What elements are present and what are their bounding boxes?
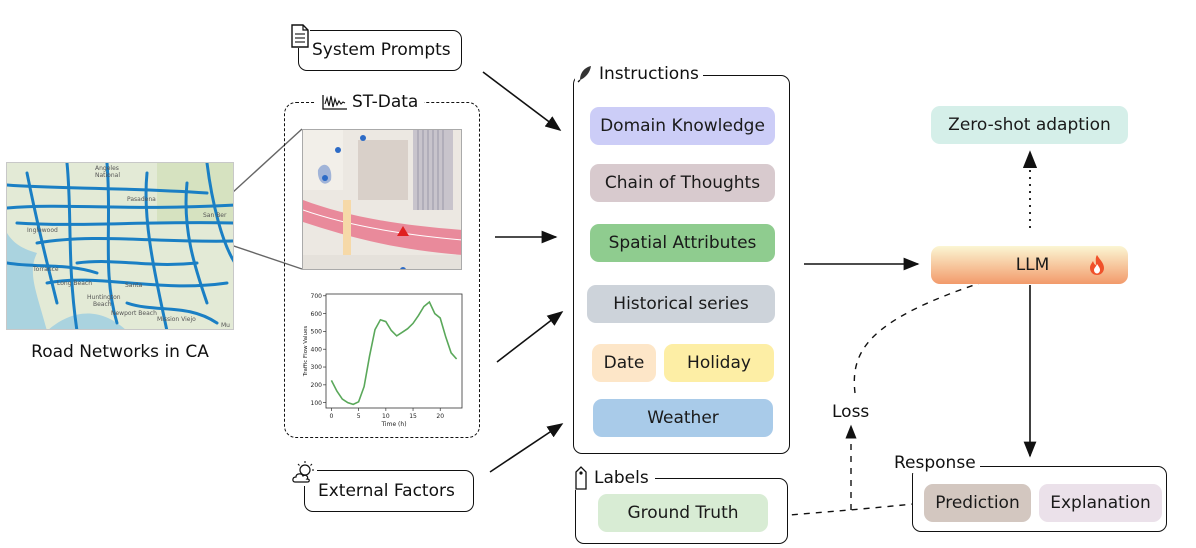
- map-place-label: Angeles: [95, 165, 119, 172]
- chain-of-thoughts-pill: Chain of Thoughts: [590, 164, 775, 202]
- st-data-title: ST-Data: [316, 92, 425, 112]
- y-axis-label: Traffic Flow Values: [303, 326, 309, 378]
- y-tick-label: 700: [311, 293, 323, 300]
- map-place-label: Santa: [125, 282, 143, 289]
- arrow-st-chart: [496, 311, 564, 363]
- prediction-pill: Prediction: [924, 484, 1031, 522]
- system-prompts-box: [298, 30, 462, 71]
- map-place-label: National: [95, 172, 120, 179]
- map-place-label: Beach: [93, 301, 112, 308]
- road-network-map: Angeles National Pasadena San Ber Inglew…: [6, 162, 234, 330]
- map-place-label: Huntington: [87, 294, 121, 301]
- quill-pen-icon: [577, 65, 593, 83]
- x-axis-label: Time (h): [380, 421, 406, 428]
- signal-wave-icon: [322, 94, 348, 110]
- fire-icon: [1088, 254, 1106, 276]
- traffic-flow-series-line: [330, 300, 458, 406]
- loss-curve-to-llm: [853, 282, 981, 394]
- x-tick-label: 5: [357, 413, 361, 420]
- map-place-label: Long Beach: [57, 280, 92, 287]
- zero-shot-adaption-pill: Zero-shot adaption: [931, 106, 1128, 144]
- y-tick-label: 100: [311, 400, 323, 407]
- map-place-label: Mission Viejo: [157, 316, 196, 323]
- x-tick-label: 0: [330, 413, 334, 420]
- historical-series-pill: Historical series: [587, 285, 775, 323]
- explanation-pill: Explanation: [1039, 484, 1162, 522]
- x-tick-label: 20: [436, 413, 444, 420]
- loss-dashed-curve: [767, 503, 914, 518]
- y-tick-label: 400: [311, 346, 323, 353]
- tag-icon: [574, 466, 588, 490]
- document-icon: [290, 24, 310, 48]
- map-place-label: Inglewood: [27, 227, 58, 234]
- arrow-system-prompts: [482, 71, 562, 131]
- x-tick-label: 15: [409, 413, 417, 420]
- labels-label: Labels: [594, 468, 649, 488]
- external-factors-label: External Factors: [318, 481, 455, 501]
- map-place-label: Torrance: [32, 266, 59, 273]
- map-place-label: Newport Beach: [111, 310, 157, 317]
- map-place-label: Pasadena: [127, 196, 156, 203]
- response-title: Response: [890, 453, 980, 473]
- holiday-pill: Holiday: [664, 344, 774, 382]
- system-prompts-label: System Prompts: [312, 40, 451, 60]
- llm-block: LLM: [931, 246, 1128, 284]
- llm-label: LLM: [1015, 255, 1050, 275]
- y-tick-label: 300: [311, 364, 323, 371]
- y-tick-label: 600: [311, 311, 323, 318]
- map-place-label: San Ber: [203, 212, 227, 219]
- arrow-external-factors: [489, 423, 564, 473]
- x-tick-label: 10: [382, 413, 390, 420]
- external-factors-box: [304, 470, 474, 512]
- date-pill: Date: [592, 344, 656, 382]
- loss-label: Loss: [832, 402, 870, 422]
- zoom-line-top: [231, 128, 303, 194]
- instructions-label: Instructions: [599, 64, 699, 84]
- chart-plot-area: [325, 293, 463, 409]
- labels-title: Labels: [568, 466, 655, 490]
- road-network-graphic: Angeles National Pasadena San Ber Inglew…: [7, 163, 233, 329]
- map-place-label: Mu: [221, 322, 230, 329]
- spatial-attributes-pill: Spatial Attributes: [590, 224, 775, 262]
- domain-knowledge-pill: Domain Knowledge: [590, 107, 775, 145]
- st-location-map: [302, 129, 462, 270]
- st-data-label: ST-Data: [352, 92, 419, 112]
- y-tick-label: 500: [311, 329, 323, 336]
- weather-pill: Weather: [593, 399, 773, 437]
- map-caption: Road Networks in CA: [31, 342, 209, 362]
- ground-truth-pill: Ground Truth: [598, 494, 768, 532]
- y-tick-label: 200: [311, 382, 323, 389]
- instructions-title: Instructions: [575, 64, 703, 84]
- weather-sun-cloud-icon: [291, 460, 317, 486]
